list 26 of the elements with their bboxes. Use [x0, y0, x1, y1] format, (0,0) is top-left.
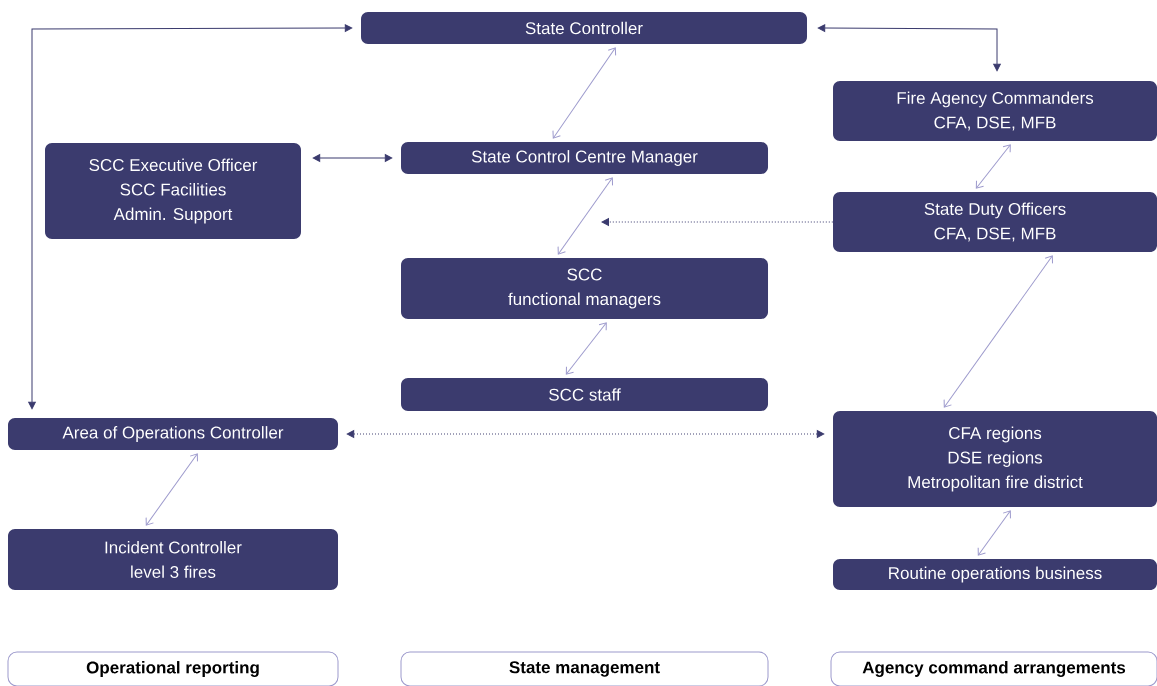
- arrow: [28, 24, 353, 410]
- role-box: SCC Executive Officer SCC Facilities Admin. Support: [45, 143, 301, 239]
- role-box: State Duty Officers CFA, DSE, MFB: [833, 192, 1157, 252]
- column-heading-box: State management: [400, 651, 769, 686]
- role-box: CFA regions DSE regions Metropolitan fire district: [833, 411, 1157, 507]
- role-box: SCC functional managers: [401, 258, 768, 319]
- column-heading-box: Operational reporting: [7, 651, 339, 686]
- role-box: Incident Controller level 3 fires: [8, 529, 338, 590]
- arrow: [565, 322, 607, 375]
- arrow: [975, 144, 1011, 189]
- arrow: [552, 47, 617, 139]
- role-box: SCC staff: [401, 378, 768, 411]
- arrow: [557, 177, 614, 255]
- arrow: [145, 453, 198, 526]
- arrow: [817, 24, 1001, 72]
- arrow: [346, 430, 825, 438]
- role-box: Fire Agency Commanders CFA, DSE, MFB: [833, 81, 1157, 141]
- arrow: [312, 154, 393, 162]
- role-box: Routine operations business: [833, 559, 1157, 590]
- role-box: State Controller: [361, 12, 807, 44]
- role-box: Area of Operations Controller: [8, 418, 338, 450]
- column-heading-box: Agency command arrangements: [830, 651, 1157, 686]
- arrow: [601, 218, 834, 226]
- arrow: [977, 510, 1011, 556]
- role-box: State Control Centre Manager: [401, 142, 768, 174]
- arrow: [943, 255, 1053, 408]
